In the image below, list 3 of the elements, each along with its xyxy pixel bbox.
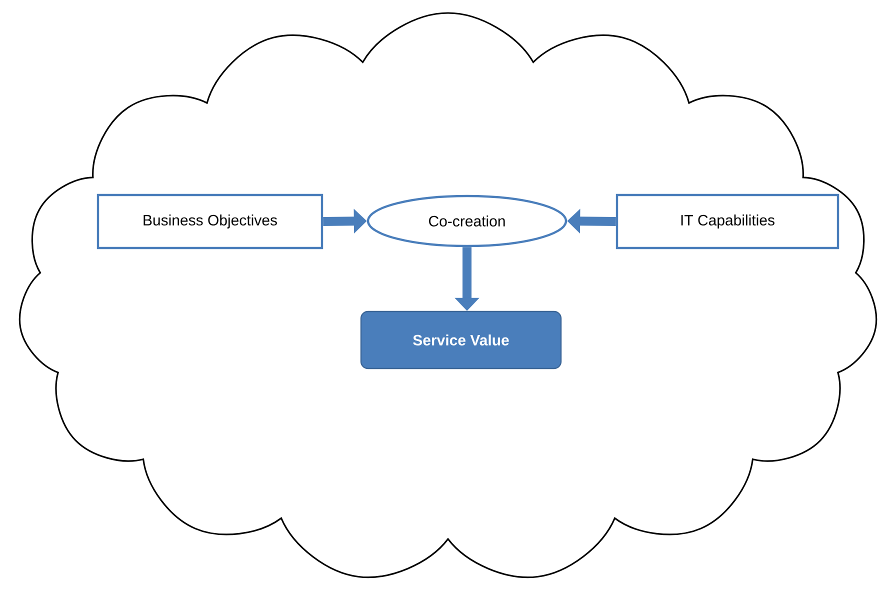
process-box: Business Objectives — [96, 194, 324, 250]
process-box: IT Capabilities — [616, 194, 840, 250]
result-box: Service Value — [360, 310, 562, 370]
